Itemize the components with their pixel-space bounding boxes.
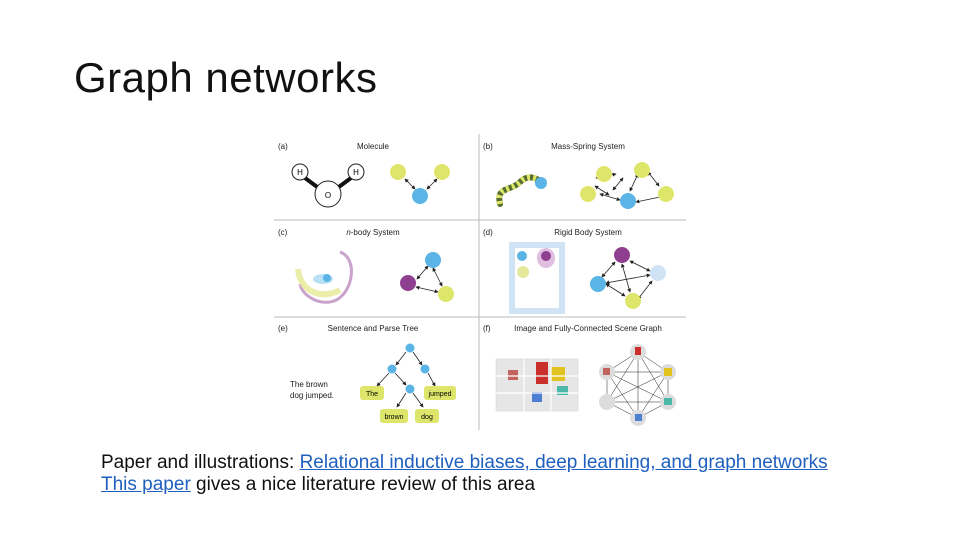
word-box-jumped [424,386,456,400]
caption-suffix: gives a nice literature review of this a… [190,474,536,495]
word-box-brown [380,409,408,423]
caption-line-2: This paper gives a nice literature revie… [101,474,861,496]
sentence-line-2: dog jumped. [290,391,334,400]
tree-node [420,364,430,374]
graph-node-yellow [434,164,450,180]
panel-tag-e: (e) [278,324,288,333]
scene-object-blue [532,392,542,402]
panel-tag-b: (b) [483,142,493,151]
scene-object-yellow [551,367,565,381]
graph-node-blue [590,276,606,292]
graph-node-light-blue [650,265,666,281]
rigid-body-purple-ball [541,251,551,261]
atom-label-h-right: H [353,168,359,177]
scene-object-teal [557,386,568,395]
panel-scene-graph: (f) Image and Fully-Connected Scene Grap… [483,324,676,426]
word-label-brown: brown [384,414,403,421]
tree-node [387,364,397,374]
paper-link[interactable]: Relational inductive biases, deep learni… [299,452,828,473]
tree-node [405,343,415,353]
graph-node-yellow [625,293,641,309]
graph-node-yellow [580,186,596,202]
word-box-the [360,386,384,400]
caption-prefix: Paper and illustrations: [101,452,300,473]
graph-node-blue [425,252,441,268]
atom-label-h-left: H [297,168,303,177]
hydrogen-atom-left [291,163,309,181]
panel-title-parse-tree: Sentence and Parse Tree [328,324,419,333]
rigid-body-box [509,242,565,314]
caption: Paper and illustrations: Relational indu… [101,452,861,496]
panel-n-body: (c) n-body System [278,228,454,304]
graph-node-blue [412,188,428,204]
graph-node-purple [400,275,416,291]
sentence-line-1: The brown [290,380,328,389]
panel-tag-a: (a) [278,142,288,151]
oxygen-atom [314,180,342,208]
panel-rigid-body: (d) Rigid Body System [483,228,666,314]
spring-mass-ball [535,177,547,189]
word-label-jumped: jumped [428,391,452,398]
hydrogen-atom-right [347,163,365,181]
graph-node-yellow [390,164,406,180]
rigid-body-blue-ball [517,251,527,261]
scene-object-red [536,362,548,384]
graph-node-yellow [596,166,612,182]
word-label-dog: dog [421,414,433,421]
graph-node-yellow [438,286,454,302]
graph-networks-figure: (a) Molecule H O H (b) Mass-Spring Syste… [270,134,688,430]
panel-mass-spring: (b) Mass-Spring System [483,142,674,209]
slide-title: Graph networks [74,54,378,101]
scene-object-red-small [508,370,518,380]
word-box-dog [415,409,439,423]
rigid-body-yellow-ball [517,266,529,278]
panel-title-n-body: n-body System [346,228,400,237]
caption-line-1: Paper and illustrations: Relational indu… [101,452,861,474]
scene-graph-node [599,394,615,410]
graph-node-purple [614,247,630,263]
atom-label-o: O [325,191,331,200]
graph-node-blue [620,193,636,209]
word-label-the: The [366,391,378,398]
literature-review-link[interactable]: This paper [101,474,191,495]
graph-node-yellow [658,186,674,202]
panel-tag-f: (f) [483,324,491,333]
n-body-blue-ball [323,274,331,282]
panel-title-mass-spring: Mass-Spring System [551,142,625,151]
panel-title-rigid-body: Rigid Body System [554,228,622,237]
tree-node [405,384,415,394]
panel-title-molecule: Molecule [357,142,390,151]
panel-parse-tree: (e) Sentence and Parse Tree The brown do… [278,324,456,423]
panel-molecule: (a) Molecule H O H [278,142,450,208]
panel-tag-c: (c) [278,228,288,237]
graph-node-yellow [634,162,650,178]
panel-tag-d: (d) [483,228,493,237]
panel-title-scene-graph: Image and Fully-Connected Scene Graph [514,324,662,333]
